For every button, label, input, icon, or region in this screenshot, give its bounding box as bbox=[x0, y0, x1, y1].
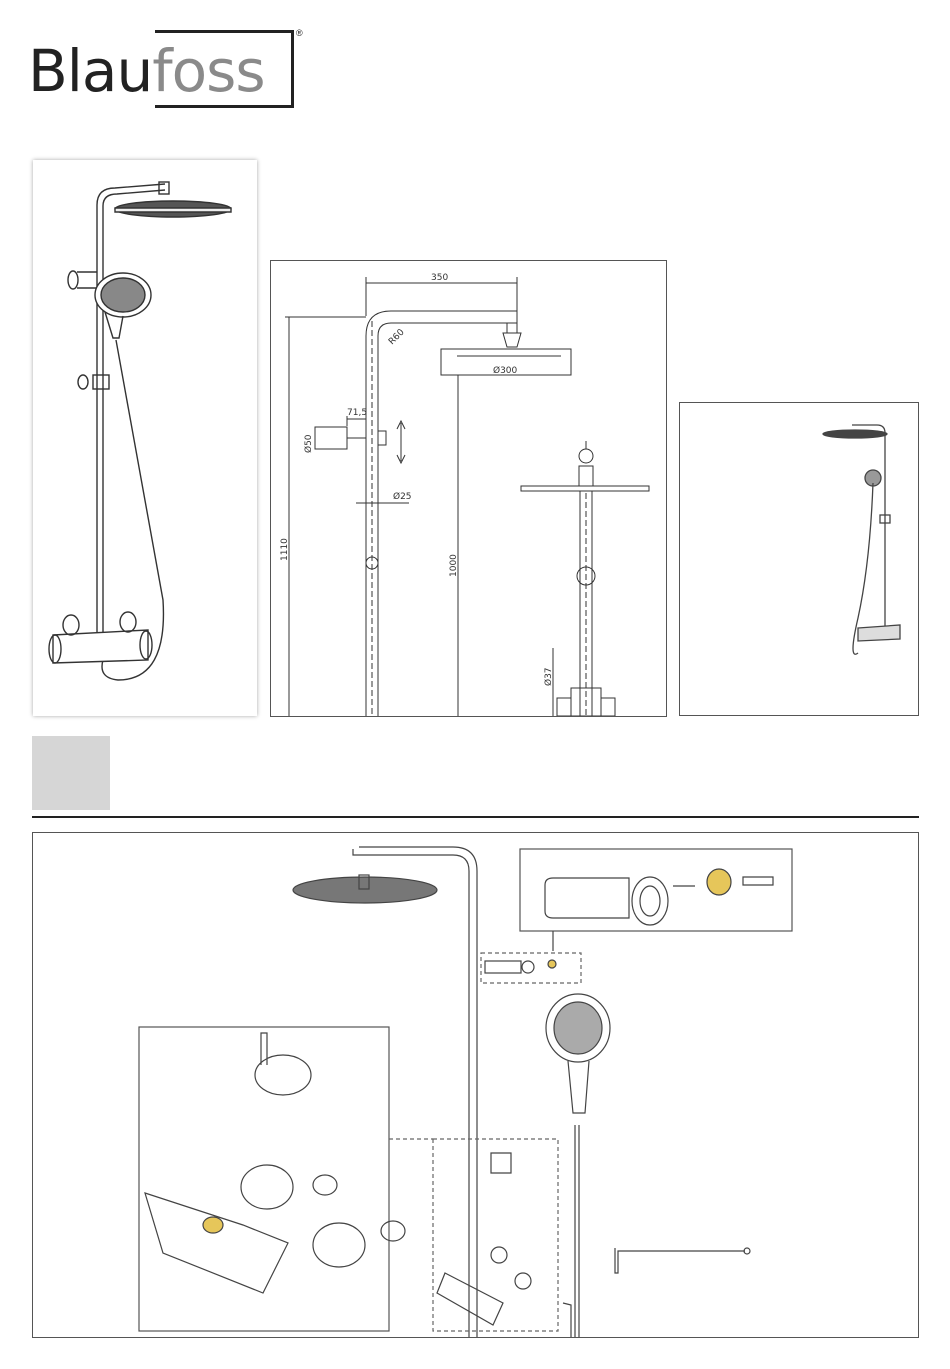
brand-name-part2: foss bbox=[152, 37, 264, 105]
dim-1110: 1110 bbox=[280, 538, 290, 561]
technical-drawing-panel: 350 R60 Ø300 71,5 Ø50 Ø25 1110 1000 Ø37 bbox=[270, 260, 667, 717]
dim-350: 350 bbox=[431, 273, 448, 283]
product-photo-panel bbox=[679, 402, 919, 716]
dim-pipe-diameter: Ø25 bbox=[393, 491, 412, 502]
product-image-panel bbox=[33, 160, 257, 716]
dim-wall-diameter: Ø50 bbox=[303, 434, 314, 453]
dim-71-5: 71,5 bbox=[347, 408, 367, 418]
product-photo bbox=[680, 403, 918, 715]
dim-r60: R60 bbox=[387, 327, 407, 347]
brand-logo: Blaufoss bbox=[28, 38, 265, 104]
dim-head-diameter: Ø300 bbox=[493, 365, 518, 376]
exploded-view-drawing bbox=[33, 833, 918, 1337]
dim-37: Ø37 bbox=[543, 667, 554, 686]
exploded-view-panel bbox=[32, 832, 919, 1338]
technical-drawing: 350 R60 Ø300 71,5 Ø50 Ø25 1110 1000 Ø37 bbox=[271, 261, 666, 716]
registered-mark: ® bbox=[296, 28, 303, 38]
product-shower-illustration bbox=[33, 160, 257, 716]
brand-name-part1: Blau bbox=[28, 37, 152, 105]
section-divider bbox=[32, 816, 919, 818]
section-marker bbox=[32, 736, 110, 810]
dim-1000: 1000 bbox=[449, 554, 459, 577]
